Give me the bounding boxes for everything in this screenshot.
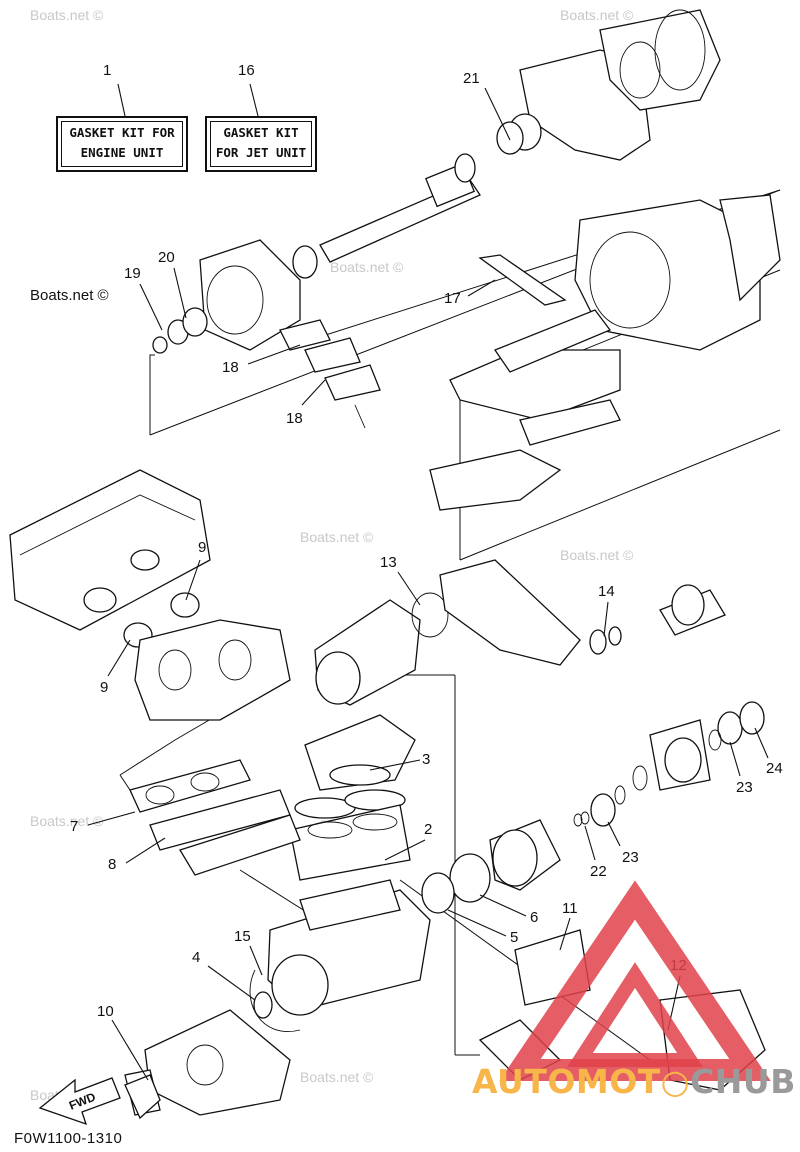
kit-line-2: FOR JET UNIT [215,145,307,160]
leader-line-c21 [484,87,511,141]
drive-shaft [292,113,542,279]
kit-line-2: ENGINE UNIT [80,145,164,160]
leader-line-c19 [139,283,163,331]
watermark: Boats.net © [300,529,374,545]
leader-line-c20 [173,267,187,319]
bearing-housing [573,701,765,827]
intermediate-housing [152,239,381,429]
leader-line-c22 [584,825,596,861]
watermark: Boats.net © [30,813,104,829]
leader-line-c7 [87,811,136,826]
logo-text-hub: CHUB [690,1062,796,1101]
callout-c19: 19 [124,265,141,282]
leader-line-c5 [447,909,507,937]
kit-number-jet: 16 [238,62,255,79]
leader-line-c3 [369,759,421,771]
jet-pump-housing [519,9,781,351]
callout-c22: 22 [590,863,607,880]
leader-line-c23b [607,821,621,847]
leader-line-c9a [185,559,201,601]
callout-c18b: 18 [286,410,303,427]
leader-line-c10 [111,1019,149,1081]
watermark: Boats.net © [560,547,634,563]
air-box [9,469,211,648]
callout-c9a: 9 [198,539,206,556]
carburetor-assembly [134,619,291,721]
leader-line-c11 [559,917,571,951]
callout-c6: 6 [530,909,538,926]
cylinder-head [289,714,416,881]
watermark-dark: Boats.net © [30,287,109,304]
callout-c23a: 23 [736,779,753,796]
callout-c14: 14 [598,583,615,600]
gasket-kit-engine-box: GASKET KIT FOR ENGINE UNIT [56,116,188,172]
callout-c11: 11 [562,900,578,917]
callout-c17: 17 [444,290,461,307]
kit-number-engine: 1 [103,62,112,79]
callout-c5: 5 [510,929,518,946]
crankcase [249,879,431,1032]
leader-line-c4 [207,965,256,1001]
automotohub-logo [499,880,771,1081]
kit-line-1: GASKET KIT FOR [69,125,175,140]
leader-line-c8 [125,837,166,864]
logo-triangle-inner [567,962,703,1067]
callout-c3: 3 [422,751,430,768]
callout-c21: 21 [463,70,480,87]
callout-c15: 15 [234,928,251,945]
logo-wordmark: AUTOMOT○CHUB [472,1062,800,1101]
ride-plate-assembly [429,309,621,511]
kit-line-1: GASKET KIT [223,125,299,140]
figure-code: F0W1100-1310 [14,1130,123,1147]
oil-pump-fitting [124,1074,161,1120]
intake-manifold [129,759,301,876]
leader-line-c2 [384,839,426,861]
gasket-strip-17 [478,254,567,306]
callout-c13: 13 [380,554,397,571]
fwd-arrow: FWD [38,1077,121,1126]
leader-line-c14 [603,601,609,637]
callout-c4: 4 [192,949,200,966]
callout-c23b: 23 [622,849,639,866]
leader-line-c6 [479,894,527,917]
watermark: Boats.net © [300,1069,374,1085]
flywheel-coupler [421,819,561,914]
leader-line-c18b [301,379,326,406]
callout-c20: 20 [158,249,175,266]
leader-line-c18a [247,344,301,365]
callout-c24: 24 [766,760,783,777]
leader-line-c17 [467,279,496,297]
callout-c8: 8 [108,856,116,873]
logo-triangle-outer [499,880,771,1081]
callout-c2: 2 [424,821,432,838]
logo-o-glyph: ○ [660,1062,691,1101]
callout-c10: 10 [97,1003,114,1020]
watermark: Boats.net © [30,7,104,23]
callout-c9b: 9 [100,679,108,696]
leader-line-c24 [754,727,769,759]
leader-line-c23a [729,741,741,777]
gasket-kit-jet-box: GASKET KIT FOR JET UNIT [205,116,317,172]
callout-c18a: 18 [222,359,239,376]
leader-line-c9b [107,639,131,677]
watermark: Boats.net © [330,259,404,275]
callout-c7: 7 [70,818,78,835]
leader-line-c13 [397,571,421,606]
watermark: Boats.net © [560,7,634,23]
exhaust-chamber [314,559,726,706]
logo-text-auto: AUTOMOT [472,1062,661,1101]
leader-line-c15 [249,945,263,976]
